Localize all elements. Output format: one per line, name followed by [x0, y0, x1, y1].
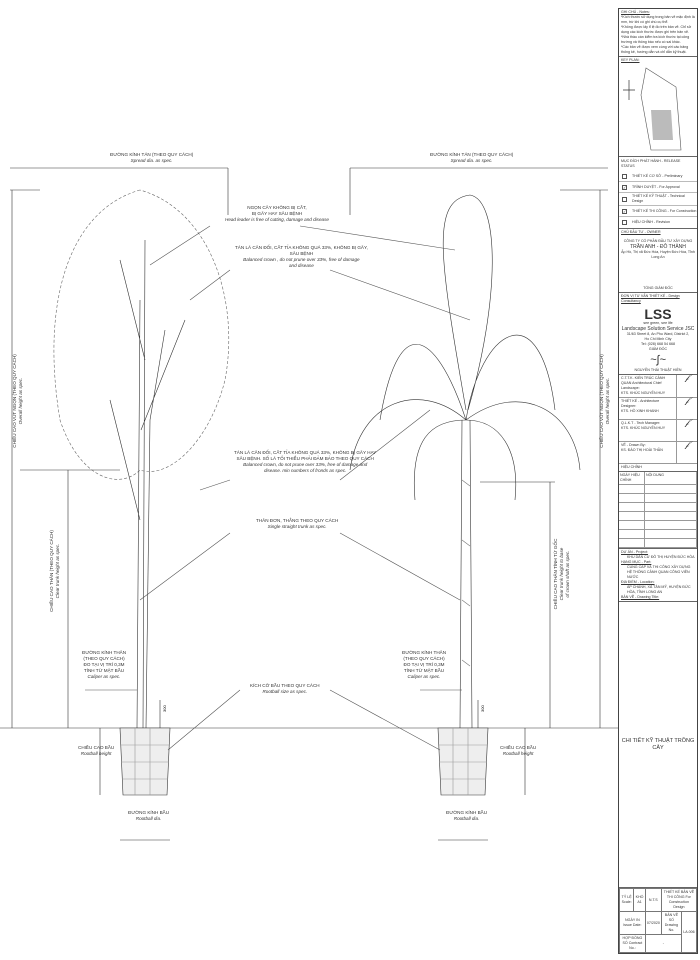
left-caliper-note: ĐƯỜNG KÍNH THÂN(THEO QUY CÁCH)ĐO TẠI VỊ …: [82, 650, 127, 679]
project-value: KHU DÂN CƯ ĐÔ THỊ HUYỆN ĐỨC HÒA: [627, 555, 695, 559]
release-label: HIỆU CHỈNH - Revision: [632, 220, 670, 224]
part-value: CUNG CẤP VÀ THI CÔNG XÂY DỰNG HỆ THỐNG C…: [627, 565, 691, 579]
location-label: ĐỊA ĐIỂM - Location:: [621, 580, 655, 584]
note: *Nhà thầu cần kiểm tra kích thước tại cô…: [621, 35, 690, 44]
staff-row: Q.L.K.T - Tech Manager:KTS. KHÚC NGUYỄN …: [619, 417, 697, 442]
release-preliminary[interactable]: THIẾT KẾ CƠ SỞ - Preliminary: [619, 171, 697, 182]
lss-logo: LSS: [644, 306, 672, 322]
release-label: THIẾT KẾ CƠ SỞ - Preliminary: [632, 173, 683, 178]
release-technical[interactable]: THIẾT KẾ KỸ THUẬT - Technical Design: [619, 193, 697, 206]
owner-address: Ấp Hồ, Thị xã Đức Hòa, Huyện Đức Hòa, Tỉ…: [621, 250, 695, 259]
staff-row: C.T.T.K. KIẾN TRÚC CẢNH QUAN Architectur…: [619, 372, 697, 398]
notes-title: GHI CHÚ - Notes:: [621, 10, 650, 14]
overall-height-left-label: CHIỀU CAO VÚT NGỌN (THEO QUY CÁCH)Overal…: [12, 354, 23, 448]
drawing-title: CHI TIẾT KỸ THUẬT TRỒNG CÂY: [619, 602, 697, 888]
keyplan-title: KEY PLAN:: [621, 58, 640, 62]
checkbox-icon[interactable]: [622, 196, 627, 202]
company-tel: Tel: (028) 668 54 668: [641, 342, 675, 346]
director-label: TỔNG GIÁM ĐỐC: [643, 286, 673, 290]
right-spread-dimension: [349, 167, 608, 215]
dim-300-left: 300: [162, 705, 167, 712]
release-approval[interactable]: ✓ TRÌNH DUYỆT - For Approval: [619, 182, 697, 193]
note: *Các bản vẽ được xem cùng với các bảng t…: [621, 45, 689, 54]
note: *Kích thước sử dụng trong bản vẽ mặc địn…: [621, 15, 695, 24]
rootball-right: [437, 727, 489, 796]
checkbox-icon[interactable]: [622, 220, 627, 225]
consultant-title: ĐƠN VỊ TƯ VẤN THIẾT KẾ - Design Consulta…: [621, 294, 680, 303]
location-value: ẤP CHÁNH, XÃ TÂN MỸ, HUYỆN ĐỨC HÒA, TỈNH…: [627, 585, 691, 594]
release-label: THIẾT KẾ THI CÔNG - For Construction: [632, 208, 697, 213]
balanced-crown-note: TÁN LÁ CÂN ĐỐI, CẮT TỈA KHÔNG QUÁ 33%, K…: [235, 245, 368, 268]
palm-tree: [349, 194, 581, 729]
title-block: GHI CHÚ - Notes: *Kích thước sử dụng tro…: [618, 8, 698, 954]
checkbox-icon[interactable]: [622, 173, 627, 179]
palm-crown-note: TÁN LÁ CÂN ĐỐI, CẮT TỈA KHÔNG QUÁ 33%, K…: [234, 450, 377, 473]
company-address: 31/63 Street 8, An Phu Ward, District 2,: [626, 332, 690, 336]
signature-icon: 𝒻: [684, 417, 689, 427]
signature-icon: 𝒻: [684, 372, 689, 382]
keyplan-map: [623, 67, 682, 151]
release-label: THIẾT KẾ KỸ THUẬT - Technical Design: [632, 194, 685, 203]
dim-300-right: 300: [480, 705, 485, 712]
director-title: GIÁM ĐỐC: [648, 347, 668, 351]
logo-tagline: see green, see life: [643, 321, 673, 325]
overall-height-right-label: CHIỀU CAO VÚT NGỌN (THEO QUY CÁCH)Overal…: [599, 354, 610, 448]
left-spread-label: ĐƯỜNG KÍNH TÁN (THEO QUY CÁCH)Spread dia…: [110, 152, 194, 163]
note: *Không được lấy tỉ lệ đo trên bản vẽ. Ch…: [621, 25, 692, 34]
right-caliper-note: ĐƯỜNG KÍNH THÂN(THEO QUY CÁCH)ĐO TẠI VỊ …: [402, 650, 447, 679]
company-name: Landscape Solution Service JSC: [621, 326, 695, 332]
release-revision[interactable]: HIỆU CHỈNH - Revision: [619, 217, 697, 228]
revision-title: HIỆU CHỈNH: [619, 464, 697, 472]
owner-line1: CÔNG TY CỔ PHẦN ĐẦU TƯ XÂY DỰNG: [623, 239, 693, 243]
rev-date-header: NGÀY HIỆU CHỈNH: [619, 472, 645, 485]
staff-row: THIẾT KẾ - Architecture Designer:KTS. HỒ…: [619, 395, 697, 420]
clear-trunk-left-label: CHIỀU CAO THÂN (THEO QUY CÁCH)Clear trun…: [49, 530, 60, 612]
director-name: NGUYỄN THÁI THUẬT HIỀN: [634, 368, 682, 372]
head-leader-note: NGỌN CÂY KHÔNG BỊ CẮT,BỊ GÃY HAY SÂU BỆN…: [225, 205, 329, 222]
right-spread-label: ĐƯỜNG KÍNH TÁN (THEO QUY CÁCH)Spread dia…: [430, 152, 514, 163]
checkbox-checked-icon[interactable]: ✓: [622, 208, 627, 214]
owner-line2: TRẦN ANH - ĐÔ THÀNH: [630, 244, 686, 250]
part-label: HẠNG MỤC - Part:: [621, 560, 652, 564]
rev-content-header: NỘI DUNG: [645, 472, 697, 485]
project-label: DỰ ÁN - Project:: [621, 550, 649, 554]
checkbox-checked-icon[interactable]: ✓: [622, 184, 627, 190]
deciduous-tree: [53, 189, 230, 729]
release-title: MỤC ĐÍCH PHÁT HÀNH - RELEASE STATUS: [621, 159, 681, 168]
signature-icon: 𝒻: [684, 439, 689, 449]
left-spread-dimension: [10, 167, 229, 215]
company-city: Ho Chi Minh City: [644, 337, 672, 341]
rootball-left: [119, 727, 171, 796]
release-label: TRÌNH DUYỆT - For Approval: [632, 184, 680, 189]
signature: ~∫~: [650, 354, 666, 366]
release-construction[interactable]: ✓ THIẾT KẾ THI CÔNG - For Construction: [619, 206, 697, 217]
signature-icon: 𝒻: [684, 395, 689, 405]
planting-detail-drawing: 300 300: [0, 167, 618, 841]
owner-title: CHỦ ĐẦU TƯ - OWNER: [621, 230, 661, 234]
drawing-title-label: BẢN VẼ - Drawing Title:: [621, 595, 660, 599]
